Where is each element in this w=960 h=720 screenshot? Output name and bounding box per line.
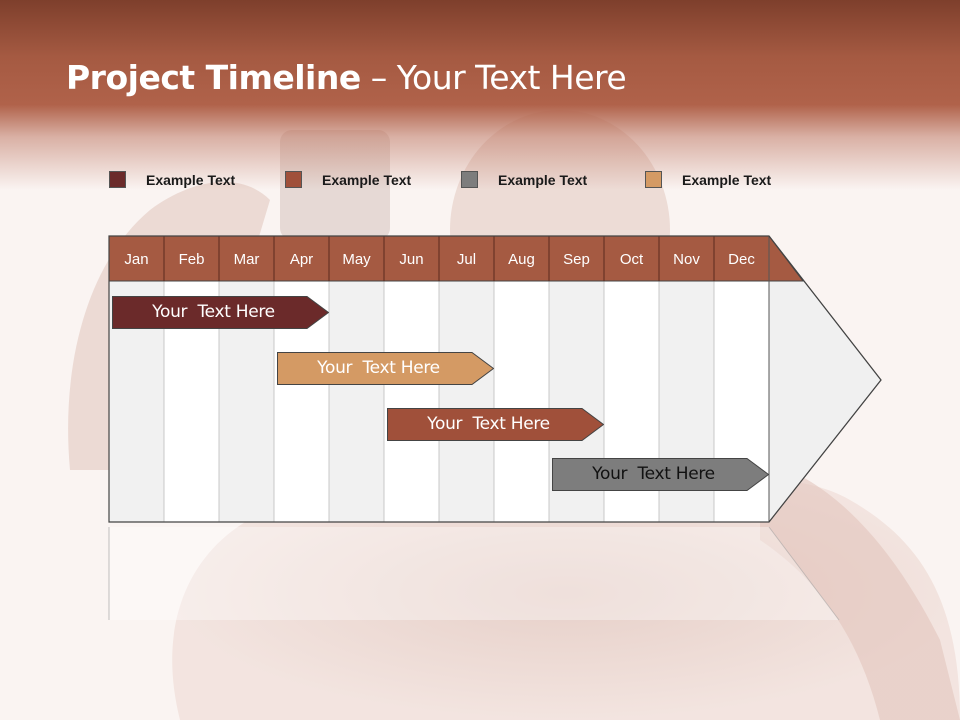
legend-label: Example Text: [682, 172, 772, 188]
reflection-edge: [768, 526, 840, 621]
month-label: Dec: [728, 251, 755, 268]
month-column: [439, 281, 494, 522]
bar-arrow-shape: [112, 296, 329, 329]
bar-label: Your Text Here: [427, 414, 550, 434]
month-label: Jun: [399, 251, 423, 268]
month-column: [329, 281, 384, 522]
bar-arrow-shape: [552, 458, 769, 491]
bar-label: Your Text Here: [592, 464, 715, 484]
month-column: [494, 281, 549, 522]
header-band: [0, 0, 960, 190]
page-title: Project Timeline – Your Text Here: [66, 58, 627, 97]
month-label: Oct: [620, 251, 644, 268]
legend-swatch: [645, 171, 662, 188]
month-label: Aug: [508, 251, 535, 268]
month-column: [384, 281, 439, 522]
month-label: Jan: [124, 251, 148, 268]
month-label: Mar: [234, 251, 260, 268]
title-main: Project Timeline: [66, 58, 361, 97]
timeline-bar: Your Text Here: [387, 408, 604, 441]
legend-label: Example Text: [498, 172, 588, 188]
month-label: Sep: [563, 251, 590, 268]
legend-swatch: [285, 171, 302, 188]
month-label: Feb: [179, 251, 205, 268]
timeline-outline: [108, 235, 882, 523]
legend-label: Example Text: [146, 172, 236, 188]
month-label: Apr: [290, 251, 313, 268]
legend-swatch: [109, 171, 126, 188]
month-label: May: [342, 251, 371, 268]
bar-arrow-shape: [277, 352, 494, 385]
legend-swatch: [461, 171, 478, 188]
bar-label: Your Text Here: [152, 302, 275, 322]
timeline-reflection: [109, 527, 839, 620]
month-label: Jul: [457, 251, 476, 268]
month-label: Nov: [673, 251, 700, 268]
timeline-bar: Your Text Here: [112, 296, 329, 329]
title-subtitle: – Your Text Here: [360, 58, 627, 97]
legend-label: Example Text: [322, 172, 412, 188]
bar-arrow-shape: [387, 408, 604, 441]
timeline-bar: Your Text Here: [552, 458, 769, 491]
timeline-bar: Your Text Here: [277, 352, 494, 385]
bar-label: Your Text Here: [317, 358, 440, 378]
